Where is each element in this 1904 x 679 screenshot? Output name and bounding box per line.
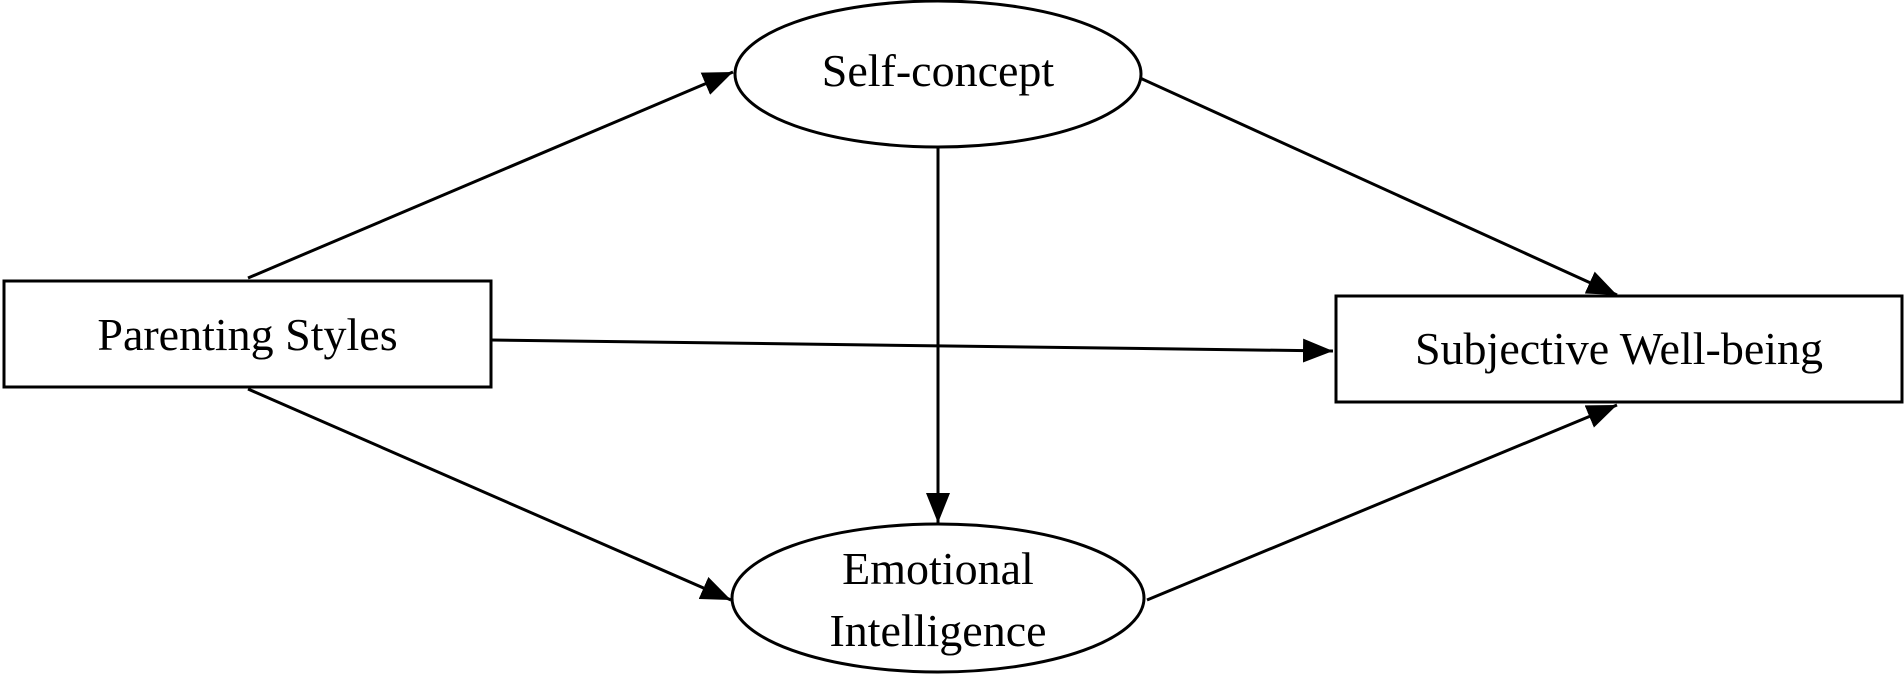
edge-parenting-to-selfconcept [247, 70, 734, 280]
edge-emotional-to-wellbeing [1146, 403, 1618, 602]
edge-parenting-to-emotional [247, 387, 732, 602]
node-parenting-styles-label: Parenting Styles [97, 309, 397, 360]
edge-parenting-to-wellbeing [490, 338, 1334, 363]
node-subjective-well-being: Subjective Well-being [1334, 294, 1904, 404]
node-parenting-styles: Parenting Styles [2, 279, 493, 389]
node-emotional-intelligence: Emotional Intelligence [730, 522, 1146, 674]
node-emotional-intelligence-label-line1: Emotional [842, 543, 1034, 594]
node-self-concept-label: Self-concept [822, 45, 1055, 96]
node-emotional-intelligence-label-line2: Intelligence [829, 605, 1046, 656]
node-self-concept: Self-concept [733, 0, 1143, 149]
edge-selfconcept-to-wellbeing [1139, 76, 1618, 297]
node-subjective-well-being-label: Subjective Well-being [1415, 323, 1823, 374]
